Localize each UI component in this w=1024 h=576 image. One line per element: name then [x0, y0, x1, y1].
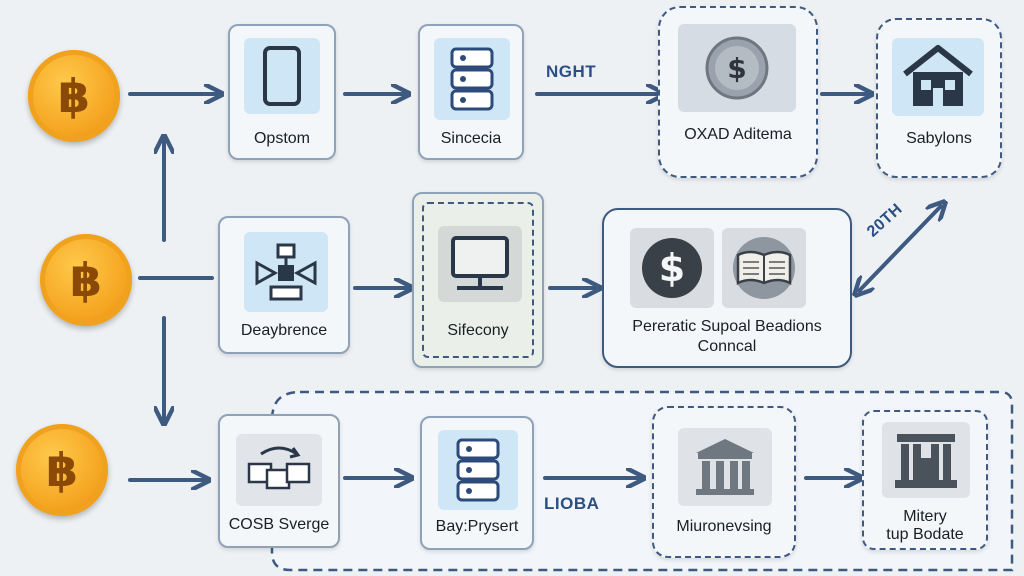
node-bay-tile	[438, 430, 518, 510]
bitcoin-icon: ฿	[57, 69, 90, 123]
arrow-supoal-sabylons	[858, 205, 942, 292]
flow-label-lioba: LIOBA	[544, 494, 600, 513]
node-deaybrence[interactable]: Deaybrence	[218, 216, 350, 354]
node-miuron-tile	[678, 428, 772, 506]
svg-text:$: $	[659, 246, 685, 290]
bitcoin-coin-bottom: ฿	[16, 424, 108, 516]
node-cosb-tile	[236, 434, 322, 506]
bitcoin-coin-middle: ฿	[40, 234, 132, 326]
node-sabylons-tile	[892, 38, 984, 116]
node-sifecony-tile	[438, 226, 522, 302]
bank-building-icon	[696, 439, 754, 495]
dollar-icon: $	[642, 238, 702, 298]
node-supoal-label-line2: Conncal	[697, 338, 757, 355]
open-book-icon	[733, 237, 795, 299]
node-sincecia-tile	[434, 38, 510, 120]
node-cosb-label: COSB Sverge	[228, 516, 330, 533]
flow-label-nght: NGHT	[546, 62, 597, 81]
node-deaybrence-label: Deaybrence	[240, 322, 328, 339]
node-miuron-label: Miuronevsing	[676, 518, 772, 535]
bitcoin-coin-top: ฿	[28, 50, 120, 142]
node-supoal-tile-dollar: $	[630, 228, 714, 308]
node-sabylons-label: Sabylons	[906, 130, 972, 147]
node-opstom-label: Opstom	[253, 130, 310, 147]
house-icon	[903, 45, 973, 106]
node-supoal-tile-book	[722, 228, 806, 308]
tablet-icon	[263, 46, 301, 106]
node-sincecia-label: Sincecia	[440, 130, 502, 147]
node-mitery-label-line1: Mitery	[903, 508, 947, 525]
node-opstom-tile	[244, 38, 320, 114]
node-sabylons[interactable]: Sabylons	[876, 18, 1002, 178]
node-opstom[interactable]: Opstom	[228, 24, 336, 160]
node-bay-label: Bay:Prysert	[435, 518, 519, 535]
bitcoin-icon: ฿	[69, 253, 102, 307]
server-icon	[456, 438, 500, 502]
node-miuron[interactable]: Miuronevsing	[652, 406, 796, 558]
svg-text:$: $	[727, 52, 746, 85]
exchange-cards-icon	[247, 446, 311, 490]
monitor-icon	[451, 236, 509, 290]
node-oxad-tile: $	[678, 24, 796, 112]
node-supoal-label-line1: Pereratic Supoal Beadions	[632, 318, 822, 335]
node-supoal[interactable]: $ Pereratic Supoal Beadions Conncal	[602, 208, 852, 368]
node-oxad[interactable]: $ OXAD Aditema	[658, 6, 818, 178]
node-sincecia[interactable]: Sincecia	[418, 24, 524, 160]
museum-building-icon	[895, 434, 957, 488]
node-deaybrence-tile	[244, 232, 328, 312]
node-mitery-label-line2: tup Bodate	[886, 526, 964, 543]
node-bay[interactable]: Bay:Prysert	[420, 416, 534, 550]
node-mitery[interactable]: Mitery tup Bodate	[862, 410, 988, 550]
node-sifecony-label: Sifecony	[447, 322, 509, 339]
node-cosb[interactable]: COSB Sverge	[218, 414, 340, 548]
dollar-coin-icon: $	[705, 36, 769, 100]
node-mitery-tile	[882, 422, 970, 498]
node-sifecony-inner	[422, 202, 534, 358]
node-oxad-label: OXAD Aditema	[684, 126, 792, 143]
bitcoin-icon: ฿	[45, 443, 78, 497]
network-exchange-icon	[255, 243, 317, 301]
server-icon	[450, 47, 494, 111]
node-sifecony[interactable]: Sifecony	[412, 192, 544, 368]
